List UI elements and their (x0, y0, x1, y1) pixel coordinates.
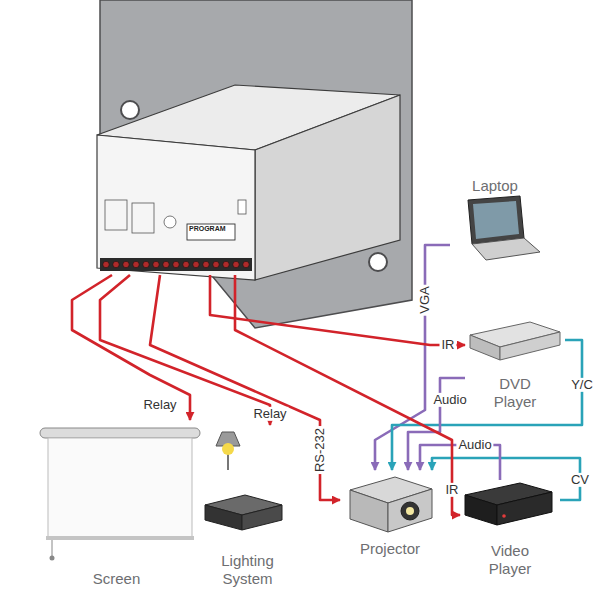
signal-label: IR (440, 338, 457, 352)
signal-cable (100, 275, 270, 425)
controller-box (164, 216, 176, 228)
terminal-screw (203, 261, 209, 267)
laptop-icon (472, 238, 540, 260)
laptop-device: Laptop (450, 175, 540, 270)
signal-label: Audio (456, 438, 493, 452)
terminal-screw (243, 261, 249, 267)
screen-icon (40, 428, 200, 438)
projector-device: Projector (340, 470, 440, 560)
wall-plate (121, 101, 139, 119)
controller-box (97, 85, 400, 280)
signal-cable (72, 275, 190, 420)
signal-cable (375, 245, 450, 470)
button-label: PROGRAM (189, 225, 226, 233)
laptop-icon (468, 196, 524, 244)
video-player-icon (465, 495, 497, 525)
lighting-icon (222, 443, 234, 455)
video-player-icon (502, 514, 506, 518)
screen-device: Screen (35, 420, 198, 590)
controller-box (100, 258, 252, 271)
controller-box (255, 95, 400, 280)
screen-icon (52, 540, 53, 556)
signal-cable (210, 275, 465, 345)
lighting-icon (242, 505, 282, 530)
terminal-screw (143, 261, 149, 267)
terminal-screw (153, 261, 159, 267)
dvd-player-icon (470, 322, 560, 360)
dvd-player-device: DVD Player (465, 318, 565, 413)
laptop-icon (473, 201, 519, 239)
dvd-player-icon (470, 335, 500, 360)
lighting-icon (205, 505, 242, 530)
screen-icon (40, 428, 200, 561)
terminal-screw (173, 261, 179, 267)
dvd-player-icon (500, 332, 560, 360)
projector-icon (350, 490, 388, 532)
video-player-device: Video Player (460, 480, 560, 580)
signal-cable (150, 275, 340, 500)
projector-icon (350, 477, 432, 532)
projector-icon (406, 507, 414, 515)
signal-cable (235, 275, 460, 515)
device-label: DVD Player (485, 375, 545, 411)
signal-label: Audio (431, 393, 468, 407)
controller-box (132, 203, 154, 233)
terminal-screw (103, 261, 109, 267)
device-label: Lighting System (210, 552, 285, 588)
signal-label: VGA (418, 284, 432, 315)
controller-box (187, 224, 235, 240)
controller-box (238, 200, 246, 214)
terminal-screw (113, 261, 119, 267)
signal-label: RS-232 (313, 426, 327, 474)
video-player-icon (497, 492, 552, 525)
lighting-icon (205, 432, 282, 530)
video-player-icon (465, 483, 552, 525)
terminal-screw (133, 261, 139, 267)
projector-icon (401, 502, 419, 520)
controller-box (105, 200, 127, 230)
device-label: Projector (360, 540, 420, 558)
terminal-screw (233, 261, 239, 267)
terminal-screw (193, 261, 199, 267)
controller-box (97, 135, 255, 280)
device-label: Video Player (480, 542, 540, 578)
control-panel: PROGRAM (97, 135, 255, 275)
signal-cable (432, 458, 580, 500)
wall-plate (369, 253, 387, 271)
screen-icon (46, 536, 194, 540)
laptop-icon (468, 196, 540, 260)
signal-cable (408, 378, 465, 470)
signal-label: Y/C (569, 378, 595, 392)
terminal-screw (183, 261, 189, 267)
device-label: Screen (93, 570, 141, 588)
screen-icon (48, 438, 192, 538)
terminal-screw (123, 261, 129, 267)
signal-label: IR (444, 483, 461, 497)
lighting-device: Lighting System (200, 425, 295, 590)
projector-icon (388, 489, 432, 532)
screen-icon (50, 556, 55, 561)
terminal-screw (163, 261, 169, 267)
device-label: Laptop (472, 177, 518, 195)
signal-label: Relay (141, 398, 178, 412)
signal-label: CV (569, 473, 591, 487)
terminal-screw (213, 261, 219, 267)
signal-label: Relay (251, 407, 288, 421)
terminal-screw (103, 261, 249, 267)
terminal-screw (223, 261, 229, 267)
